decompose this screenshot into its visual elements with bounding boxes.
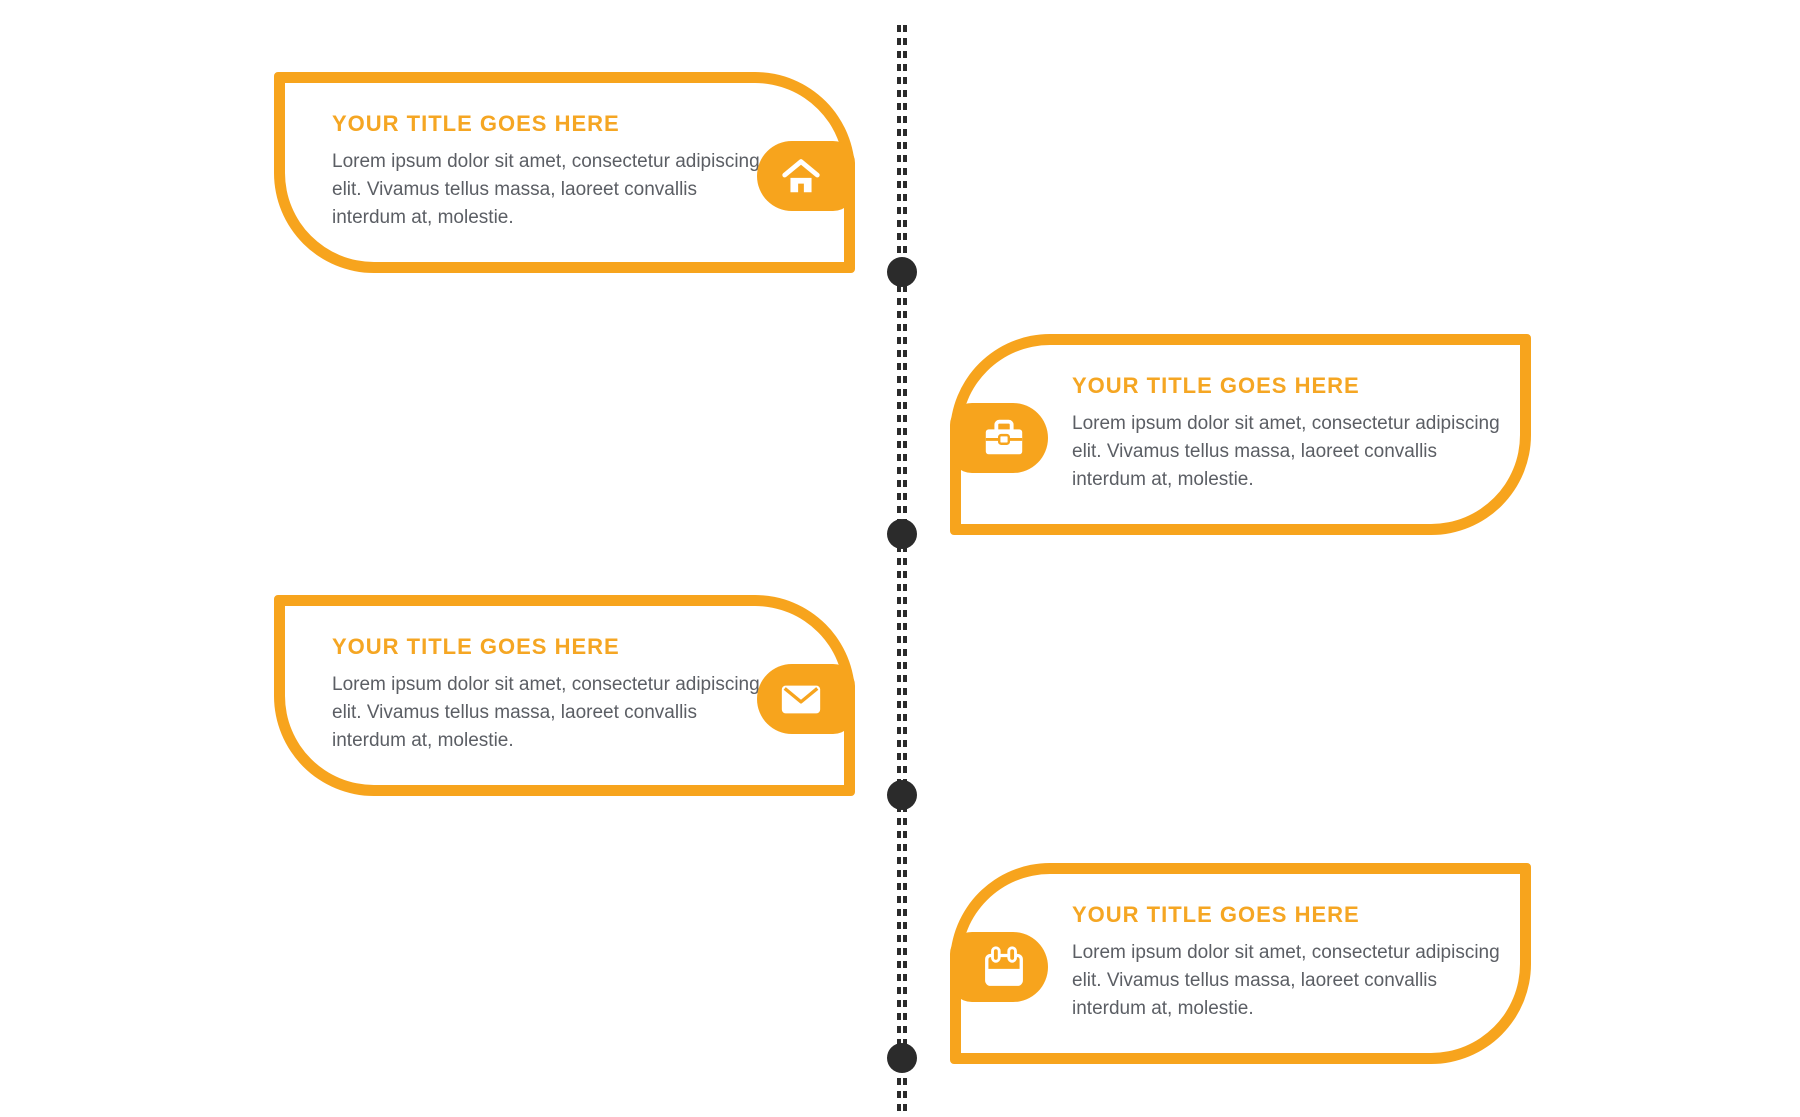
home-icon	[757, 140, 855, 211]
card-title: YOUR TITLE GOES HERE	[332, 111, 620, 136]
timeline-card: YOUR TITLE GOES HERE Lorem ipsum dolor s…	[274, 72, 855, 273]
card-title: YOUR TITLE GOES HERE	[1072, 902, 1360, 927]
card-title: YOUR TITLE GOES HERE	[332, 634, 620, 659]
timeline-dot	[887, 780, 917, 810]
envelope-icon	[757, 663, 855, 734]
card-title: YOUR TITLE GOES HERE	[1072, 373, 1360, 398]
timeline-dashed-line	[897, 25, 907, 1117]
timeline-card: YOUR TITLE GOES HERE Lorem ipsum dolor s…	[950, 863, 1531, 1064]
card-content: YOUR TITLE GOES HERE Lorem ipsum dolor s…	[332, 110, 772, 232]
card-body-text: Lorem ipsum dolor sit amet, consectetur …	[332, 151, 760, 228]
card-body-text: Lorem ipsum dolor sit amet, consectetur …	[332, 674, 760, 751]
timeline-dot	[887, 519, 917, 549]
briefcase-icon	[950, 402, 1048, 473]
card-content: YOUR TITLE GOES HERE Lorem ipsum dolor s…	[1072, 372, 1512, 494]
card-content: YOUR TITLE GOES HERE Lorem ipsum dolor s…	[1072, 901, 1512, 1023]
timeline-card: YOUR TITLE GOES HERE Lorem ipsum dolor s…	[950, 334, 1531, 535]
timeline-card: YOUR TITLE GOES HERE Lorem ipsum dolor s…	[274, 595, 855, 796]
card-content: YOUR TITLE GOES HERE Lorem ipsum dolor s…	[332, 633, 772, 755]
card-body-text: Lorem ipsum dolor sit amet, consectetur …	[1072, 413, 1500, 490]
card-body-text: Lorem ipsum dolor sit amet, consectetur …	[1072, 942, 1500, 1019]
timeline-dot	[887, 257, 917, 287]
timeline-dot	[887, 1043, 917, 1073]
calendar-icon	[950, 931, 1048, 1002]
